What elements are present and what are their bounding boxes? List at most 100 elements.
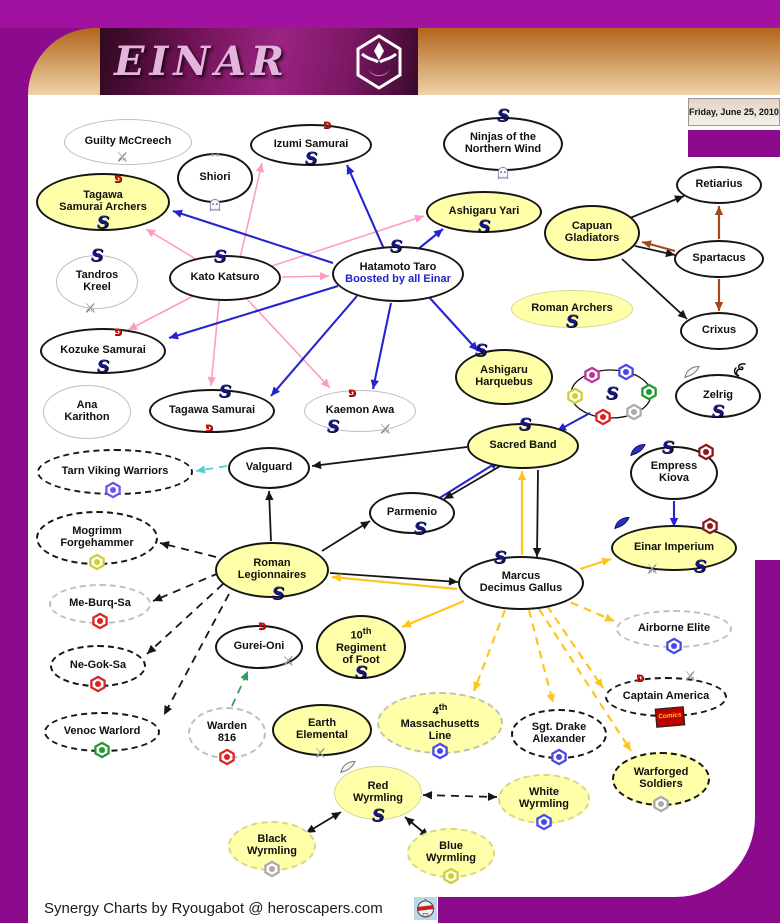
node-label: 4th (432, 702, 448, 719)
node-label: Ninjas of the (469, 131, 536, 144)
node-label: Karithon (64, 411, 110, 423)
einar-flag-icon: S (605, 384, 619, 404)
node-label: Soldiers (639, 778, 683, 790)
node-label: Wyrmling (426, 852, 476, 864)
node-me-burq-sa: Me-Burq-Sa (49, 584, 151, 624)
node-captain-america: Captain America (605, 677, 727, 717)
node-label: Tagawa Samurai (169, 404, 255, 417)
node-label: Hatamoto Taro (359, 261, 437, 274)
node-label: Shiori (199, 171, 231, 184)
node-label: Line (428, 729, 452, 742)
node-label: Legionnaires (237, 569, 307, 581)
green-hex-general-icon (641, 383, 658, 401)
node-label: Kreel (83, 281, 111, 293)
node-izumi-samurai: Izumi Samurai (250, 124, 372, 166)
einar-emblem-icon (354, 33, 404, 90)
header-banner: EINAR (100, 28, 418, 95)
node-label: Samurai Archers (59, 201, 147, 213)
node-label: Tarn Viking Warriors (61, 465, 169, 478)
einar-title: EINAR (114, 38, 290, 85)
node-roman-archers: Roman Archers (511, 290, 633, 328)
node-gurei-oni: Gurei-Oni (215, 625, 303, 669)
node-label: Harquebus (475, 376, 533, 388)
node-label: Alexander (532, 733, 586, 745)
node-zelrig: Zelrig (675, 374, 761, 418)
node-label: Blue (439, 840, 463, 853)
top-purple-bar (0, 0, 780, 28)
node-label: Kiova (659, 472, 689, 484)
node-label: Ashigaru (480, 364, 528, 377)
node-label: Ne-Gok-Sa (69, 659, 127, 672)
node-label: Parmenio (386, 506, 438, 519)
node-label: Red (367, 780, 389, 793)
node-label: Ana (76, 399, 98, 412)
node-label: Black (257, 833, 287, 846)
node-label: Regiment (335, 641, 387, 654)
node-label: Tagawa (83, 189, 123, 202)
node-label: Spartacus (692, 252, 746, 265)
purple-accent-block (688, 130, 780, 157)
node-label: Earth (307, 717, 337, 730)
node-label: Guilty McCreech (84, 135, 172, 148)
node-label: Gladiators (564, 232, 620, 244)
node-label: Roman Archers (531, 302, 613, 315)
node-label: Marcus (501, 570, 541, 583)
node-label: Tandros (75, 269, 119, 282)
node-einar-imperium: Einar Imperium (611, 525, 737, 571)
node-label: Capuan (571, 220, 613, 233)
node-label: Roman (253, 557, 291, 570)
node-label: Wyrmling (519, 798, 569, 810)
node-label: White (529, 786, 559, 799)
node-label: Ashigaru Yari (448, 205, 520, 218)
node-label: Captain America (622, 690, 710, 703)
node-label: Airborne Elite (637, 622, 711, 635)
node-label: Mogrimm (72, 525, 122, 538)
node-venoc-warlord: Venoc Warlord (44, 712, 160, 752)
footer-strip (28, 897, 438, 923)
node-label: Gurei-Oni (233, 640, 285, 653)
node-kozuke-samurai: Kozuke Samurai (40, 328, 166, 374)
node-label: Northern Wind (464, 143, 542, 155)
node-airborne-elite: Airborne Elite (616, 610, 732, 648)
node-label: Valguard (245, 461, 293, 474)
node-label: Warden (207, 720, 247, 733)
node-label: Zelrig (703, 389, 733, 402)
node-label: Kaemon Awa (325, 404, 395, 417)
node-label: of Foot (342, 653, 380, 666)
node-label: Wyrmling (247, 845, 297, 857)
node-label: Elemental (296, 729, 348, 741)
node-label: 10th (350, 626, 372, 643)
node-kaemon-awa: Kaemon Awa (304, 390, 416, 432)
node-label: Empress (650, 460, 698, 473)
node-tarn-viking-warriors: Tarn Viking Warriors (37, 449, 193, 495)
node-label: 816 (217, 732, 237, 744)
robot-avatar-icon (414, 897, 437, 923)
node-label: Venoc Warlord (63, 725, 141, 738)
node-crixus: Crixus (680, 312, 758, 350)
node-label: Retiarius (695, 178, 743, 191)
node-retiarius: Retiarius (676, 166, 762, 204)
node-spartacus: Spartacus (674, 240, 764, 278)
node-label: Wyrmling (353, 792, 403, 804)
node-shiori: Shiori (177, 153, 253, 203)
node-label: Decimus Gallus (479, 582, 563, 594)
